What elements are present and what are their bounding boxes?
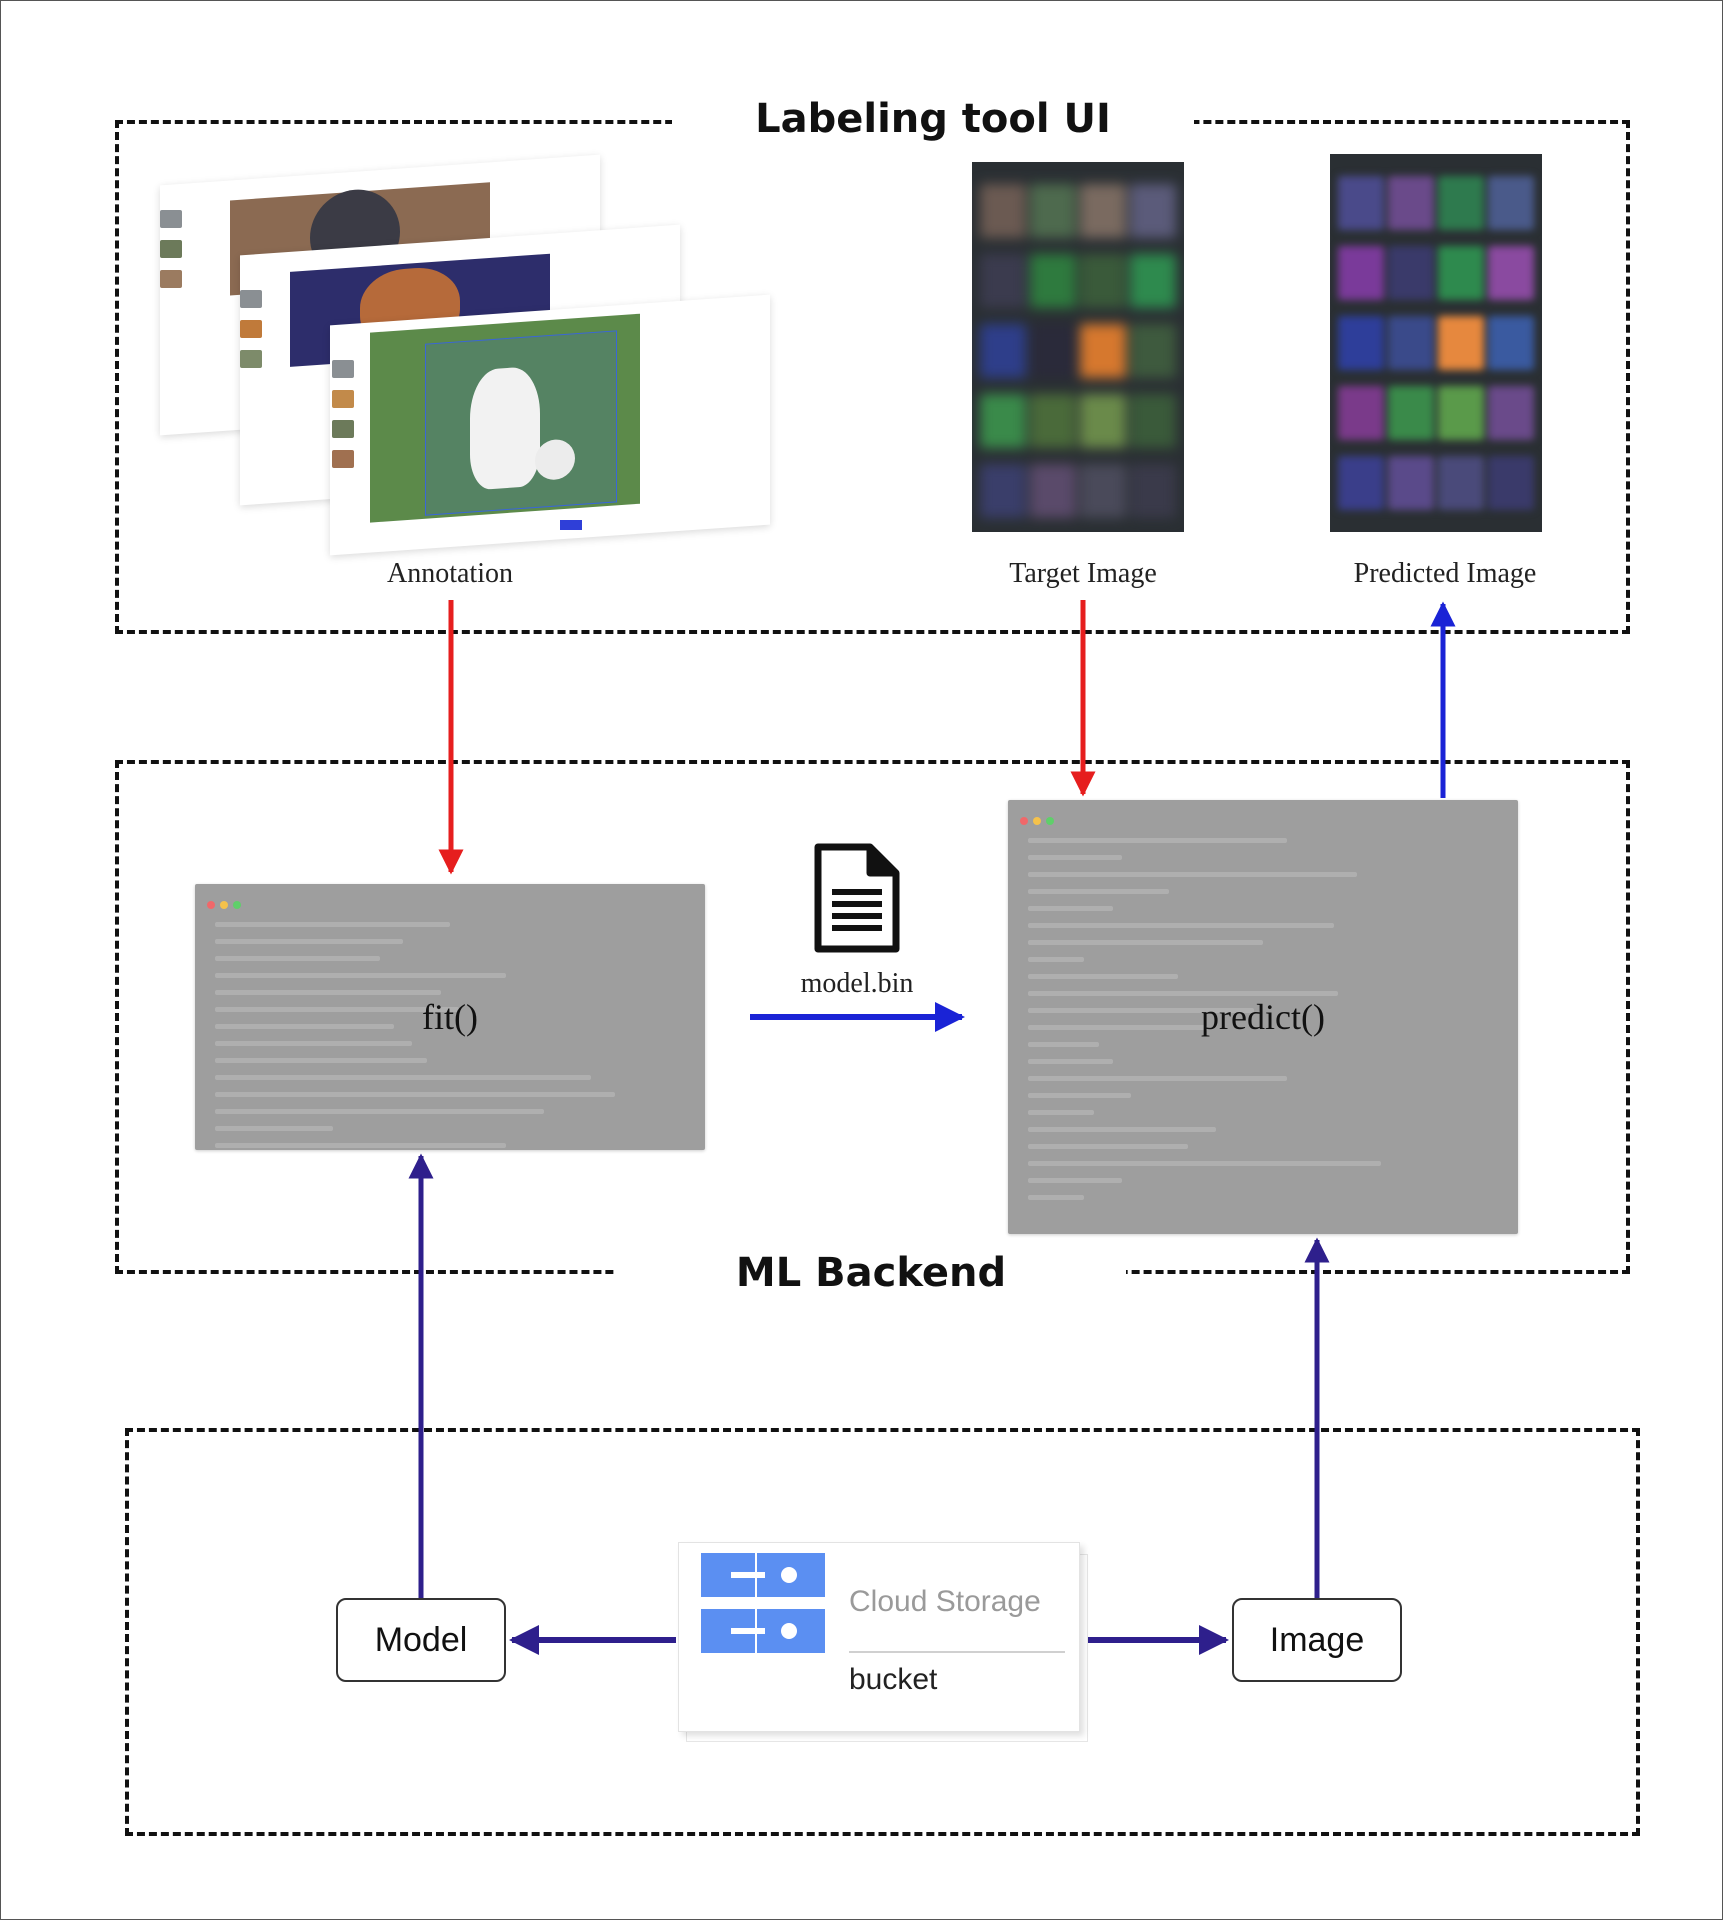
storage-server-icon [701,1551,825,1655]
annotation-screenshot [140,150,780,556]
predict-code-window: predict() [1008,800,1518,1234]
target-image [972,162,1184,532]
cloud-storage-card: Cloud Storage bucket [678,1542,1080,1732]
predict-label: predict() [1201,997,1325,1037]
image-node: Image [1232,1598,1402,1682]
model-file-label: model.bin [800,968,914,999]
labeling-tool-title: Labeling tool UI [672,96,1194,148]
annotation-caption: Annotation [387,558,513,589]
target-image-caption: Target Image [1009,558,1157,589]
fit-code-window: fit() [195,884,705,1150]
document-icon [814,843,900,953]
fit-label: fit() [422,997,478,1037]
storage-section [125,1428,1640,1836]
predicted-image [1330,154,1542,532]
cloud-storage-title: Cloud Storage [849,1585,1041,1618]
model-node: Model [336,1598,506,1682]
predicted-image-caption: Predicted Image [1353,558,1537,589]
bucket-label: bucket [849,1663,938,1696]
ml-backend-title: ML Backend [616,1250,1126,1302]
